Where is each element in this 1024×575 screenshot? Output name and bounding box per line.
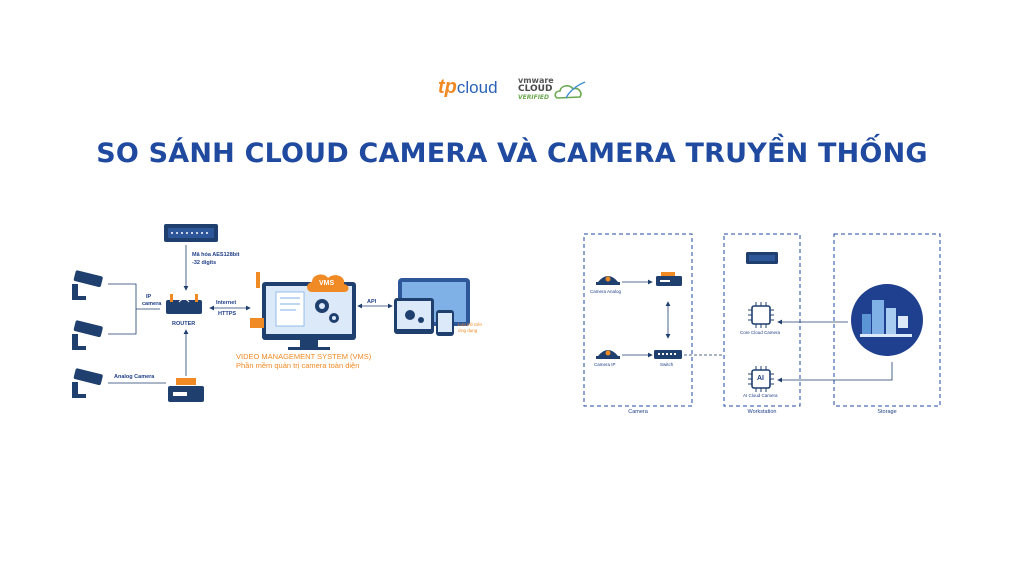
encryption-label-1: Mã hóa AES128bit	[192, 252, 240, 258]
workstation-section-box	[723, 233, 801, 407]
workstation-server-icon	[746, 252, 778, 264]
ip-camera-label-1: IP	[146, 294, 152, 300]
vms-badge: VMS	[319, 280, 335, 287]
camera-analog-label: Camera Analog	[590, 289, 622, 294]
section-camera-label: Camera	[628, 409, 648, 415]
vmware-logo-line2: CLOUD	[518, 84, 553, 94]
dvr-device-icon	[168, 378, 204, 402]
storage-section-box	[833, 233, 941, 407]
ai-cloud-label: AI Cloud Camera	[743, 393, 778, 398]
camera-ip-icon	[596, 350, 620, 359]
ai-chip-icon	[748, 366, 774, 392]
tpcloud-logo-prefix: tp	[438, 76, 457, 98]
vms-monitor-icon	[250, 272, 356, 350]
vms-caption: VIDEO MANAGEMENT SYSTEM (VMS) Phần mềm q…	[236, 352, 371, 370]
core-cloud-label: Core Cloud Camera	[740, 330, 781, 335]
camera-analog-icon	[596, 276, 620, 285]
internet-label-2: HTTPS	[218, 311, 237, 317]
vmware-logo-line1: vmware	[518, 76, 554, 85]
tpcloud-logo: tpcloud	[438, 76, 498, 99]
vms-title: VIDEO MANAGEMENT SYSTEM (VMS)	[236, 352, 372, 361]
router-label: ROUTER	[172, 321, 196, 327]
vmware-logo-line3: VERIFIED	[518, 94, 550, 101]
internet-label-1: Internet	[216, 300, 237, 306]
dvr-icon	[656, 272, 682, 286]
cloud-storage-icon	[851, 284, 923, 356]
tpcloud-logo-suffix: cloud	[456, 78, 498, 97]
cloud-leaf-icon	[554, 81, 586, 99]
ip-camera-label-2: camera	[142, 301, 162, 307]
router-icon	[166, 294, 202, 314]
vms-cloud-icon	[307, 274, 349, 292]
devices-note-1: Lưu trữ trên	[458, 322, 483, 327]
switch-label: Switch	[660, 362, 674, 367]
analog-camera-label: Analog Camera	[114, 374, 155, 380]
section-workstation-label: Workstation	[747, 409, 777, 415]
switch-icon	[654, 350, 682, 359]
encryption-device-icon	[164, 224, 218, 242]
core-cloud-chip-icon	[748, 302, 774, 328]
section-storage-label: Storage	[877, 409, 897, 415]
api-label: API	[367, 299, 377, 305]
page-title: SO SÁNH CLOUD CAMERA VÀ CAMERA TRUYỀN TH…	[96, 138, 928, 169]
ip-camera-icon	[72, 320, 103, 350]
encryption-label-2: -32 digits	[192, 260, 217, 266]
ai-chip-text: AI	[757, 375, 764, 382]
devices-note-2: ứng dụng	[458, 328, 478, 333]
analog-camera-icon	[72, 368, 103, 398]
ip-camera-icon	[72, 270, 103, 300]
camera-ip-label: Camera IP	[594, 362, 616, 367]
client-devices-icon	[394, 278, 470, 336]
vmware-cloud-verified-logo: vmware CLOUD VERIFIED	[518, 76, 588, 108]
vms-subtitle: Phần mềm quản trị camera toàn diện	[236, 361, 360, 370]
camera-section-box	[583, 233, 693, 407]
